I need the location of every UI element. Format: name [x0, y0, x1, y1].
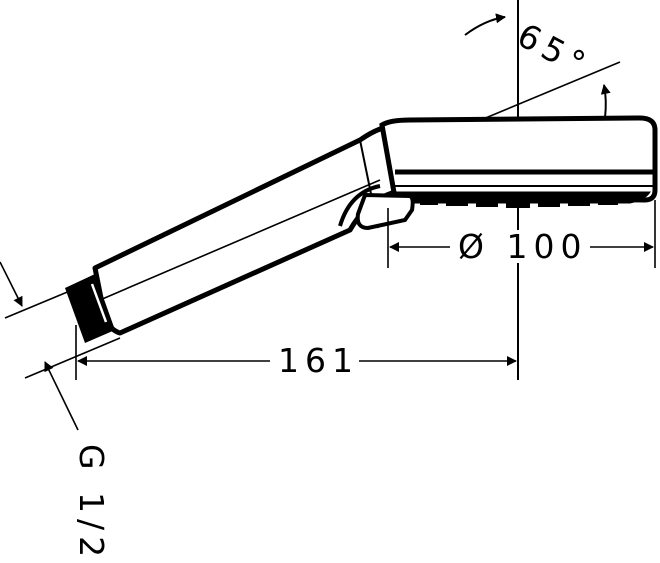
- hook-loop: [355, 192, 415, 231]
- thread-nipple: [65, 274, 115, 343]
- length-label: 161: [278, 341, 359, 380]
- angle-arrow-top: [464, 13, 506, 36]
- thread-extension-line: [24, 337, 121, 379]
- diameter-label: Ø 100: [458, 227, 588, 266]
- spray-nozzles: [420, 198, 618, 208]
- handle-body: [92, 123, 408, 336]
- shower-head: [379, 115, 658, 204]
- angle-arrow-right: [600, 84, 611, 119]
- thread-label: G 1/2: [72, 444, 111, 563]
